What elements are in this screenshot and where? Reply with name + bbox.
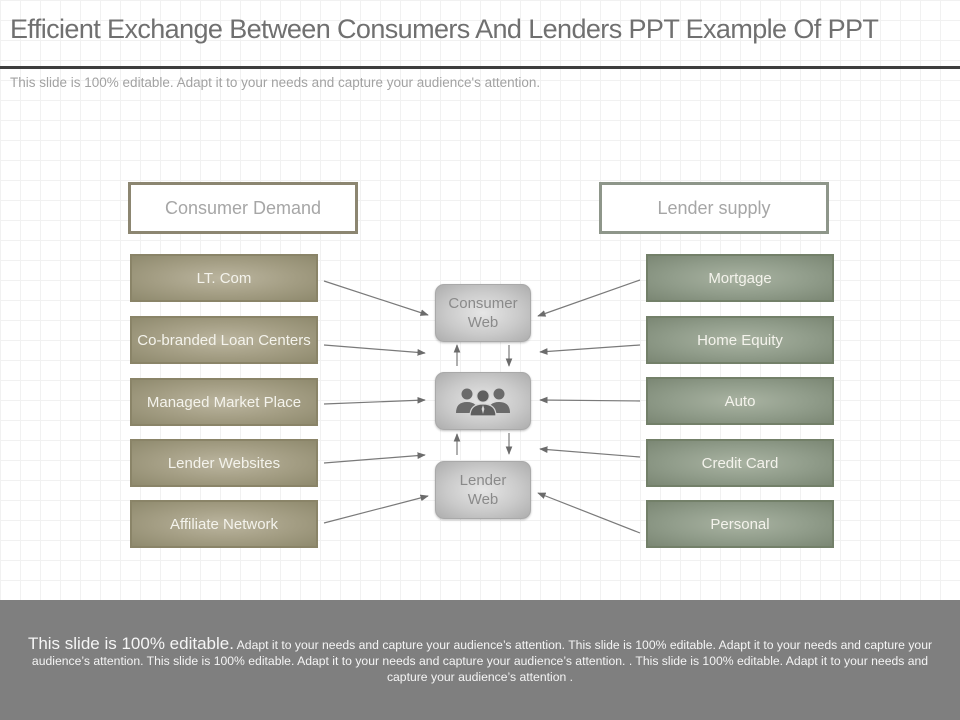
arrow-home-equity-to-center: [539, 344, 641, 355]
arrow-co-branded-to-center: [323, 344, 426, 356]
lender-item-home-equity: Home Equity: [646, 316, 834, 364]
arrow-auto-to-people-hub: [539, 396, 641, 404]
arrow-personal-to-lender-web: [537, 492, 641, 534]
consumer-item-lender-websites: Lender Websites: [130, 439, 318, 487]
arrow-mortgage-to-consumer-web: [537, 279, 641, 317]
arrow-managed-market-to-people-hub: [323, 396, 426, 405]
slide-subtitle: This slide is 100% editable. Adapt it to…: [10, 75, 541, 90]
lender-web-label: Lender Web: [459, 472, 507, 508]
footer-lead: This slide is 100% editable.: [27, 634, 234, 653]
lender-item-credit-card: Credit Card: [646, 439, 834, 487]
lender-supply-header: Lender supply: [599, 182, 829, 234]
lender-item-mortgage: Mortgage: [646, 254, 834, 302]
slide-title: Efficient Exchange Between Consumers And…: [10, 14, 879, 44]
consumer-item-co-branded-loan-centers: Co-branded Loan Centers: [130, 316, 318, 364]
lender-web-hub: Lender Web: [435, 461, 531, 519]
consumer-web-hub: Consumer Web: [435, 284, 531, 342]
arrow-affiliate-to-lender-web: [323, 494, 429, 524]
footer-banner: This slide is 100% editable. Adapt it to…: [0, 600, 960, 720]
footer-body: Adapt it to your needs and capture your …: [31, 638, 933, 684]
consumer-web-label: Consumer Web: [448, 295, 518, 331]
arrow-credit-card-to-center: [539, 446, 641, 458]
consumer-item-managed-market-place: Managed Market Place: [130, 378, 318, 426]
consumer-demand-header: Consumer Demand: [128, 182, 358, 234]
group-people-icon: [456, 388, 510, 417]
arrow-lender-websites-to-center: [323, 452, 426, 464]
lender-item-auto: Auto: [646, 377, 834, 425]
consumer-item-lt-com: LT. Com: [130, 254, 318, 302]
people-hub: [435, 372, 531, 430]
arrow-lt-com-to-consumer-web: [323, 280, 429, 316]
title-divider: [0, 66, 960, 69]
consumer-item-affiliate-network: Affiliate Network: [130, 500, 318, 548]
lender-item-personal: Personal: [646, 500, 834, 548]
